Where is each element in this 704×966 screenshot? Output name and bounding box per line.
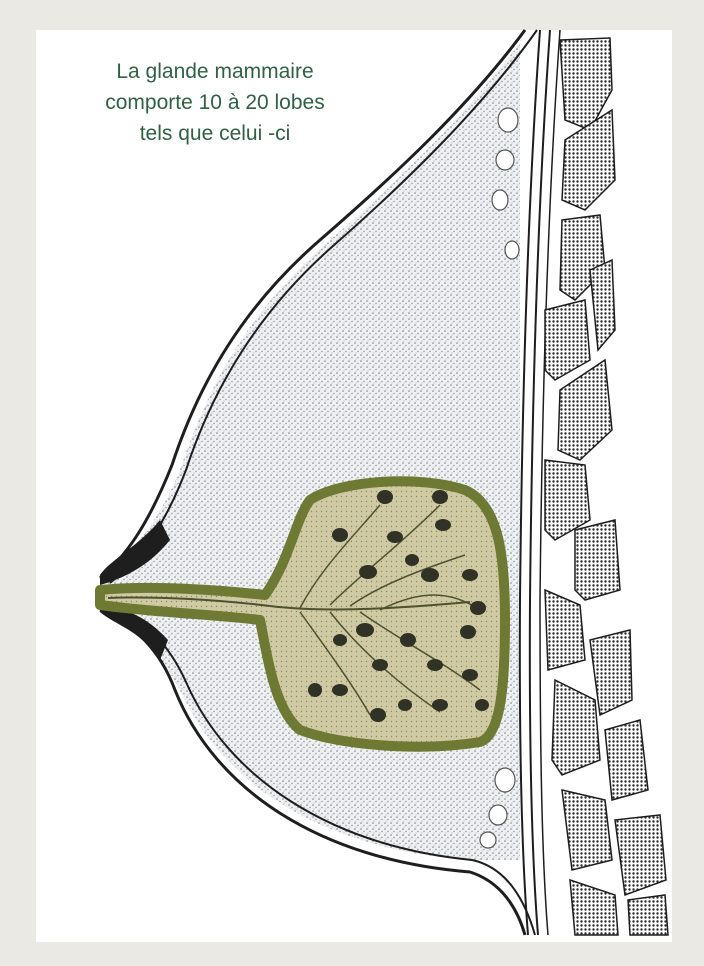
pectoral-muscle-icon (545, 38, 668, 935)
caption-line-3: tels que celui -ci (70, 118, 360, 149)
diagram-caption: La glande mammaire comporte 10 à 20 lobe… (70, 56, 360, 149)
fascia-line (520, 30, 540, 935)
caption-line-1: La glande mammaire (70, 56, 360, 87)
caption-line-2: comporte 10 à 20 lobes (70, 87, 360, 118)
